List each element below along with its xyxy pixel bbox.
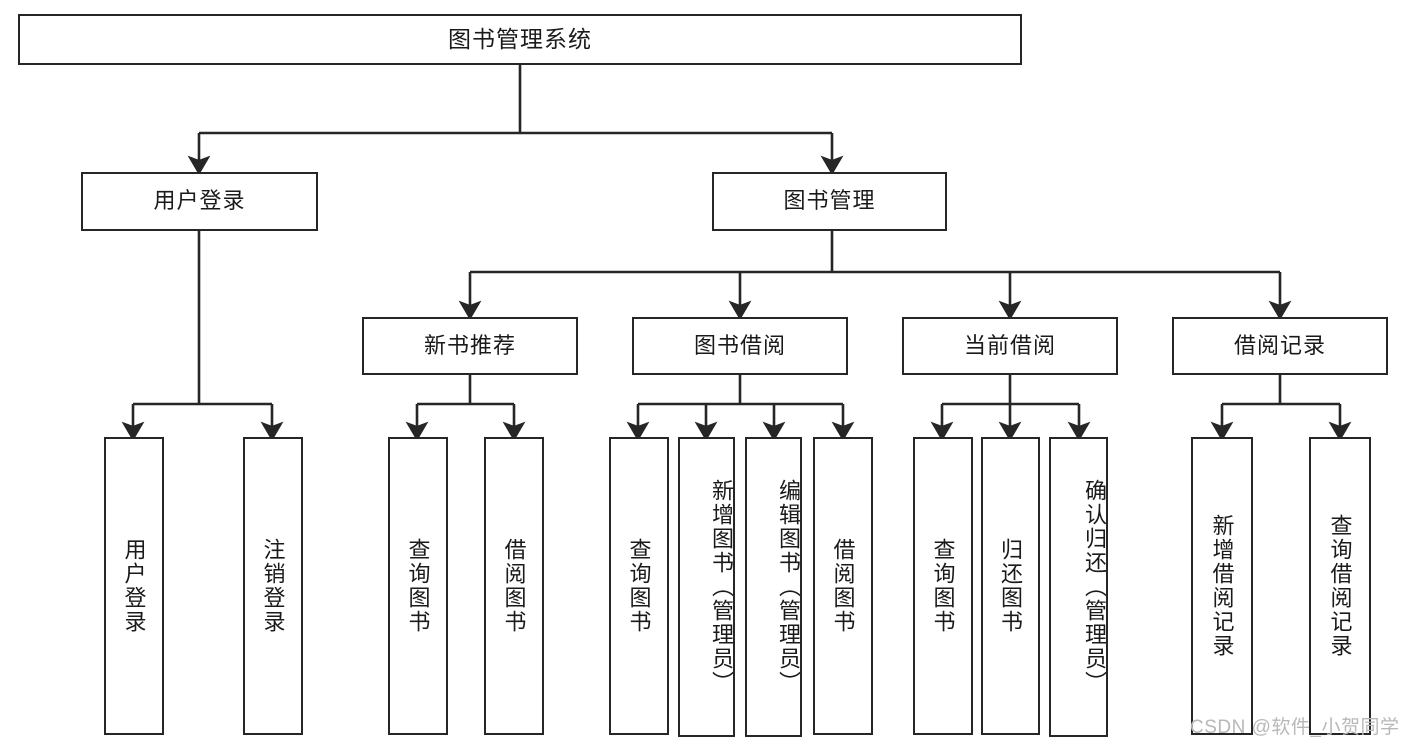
- leaf-query-books-new[interactable]: 查询图书: [388, 437, 448, 735]
- node-label: 编辑图书（管理员）: [776, 479, 801, 695]
- leaf-query-borrow-record[interactable]: 查询借阅记录: [1309, 437, 1371, 735]
- node-new-book-recommendation[interactable]: 新书推荐: [362, 317, 578, 375]
- leaf-return-books[interactable]: 归还图书: [981, 437, 1040, 735]
- node-label: 借阅图书: [830, 538, 856, 634]
- node-book-management[interactable]: 图书管理: [712, 172, 947, 231]
- leaf-add-book-admin[interactable]: 新增图书（管理员）: [678, 437, 735, 737]
- node-label: 图书管理系统: [448, 25, 592, 52]
- node-label: 查询图书: [930, 538, 956, 634]
- node-label: 查询图书: [405, 538, 431, 634]
- node-label: 查询借阅记录: [1327, 514, 1353, 658]
- node-label: 借阅记录: [1233, 332, 1326, 358]
- node-label: 当前借阅: [963, 332, 1056, 358]
- leaf-borrow-books-new[interactable]: 借阅图书: [484, 437, 544, 735]
- node-label: 新增借阅记录: [1209, 514, 1235, 658]
- node-label: 用户登录: [153, 188, 246, 214]
- node-book-borrowing[interactable]: 图书借阅: [632, 317, 848, 375]
- node-borrowing-records[interactable]: 借阅记录: [1172, 317, 1388, 375]
- node-label: 图书借阅: [693, 332, 786, 358]
- leaf-edit-book-admin[interactable]: 编辑图书（管理员）: [745, 437, 802, 737]
- leaf-add-borrow-record[interactable]: 新增借阅记录: [1191, 437, 1253, 735]
- node-label: 归还图书: [998, 538, 1024, 634]
- csdn-watermark: CSDN @软件_小贺同学: [1190, 717, 1400, 738]
- leaf-confirm-return-admin[interactable]: 确认归还（管理员）: [1049, 437, 1108, 737]
- leaf-logout[interactable]: 注销登录: [243, 437, 303, 735]
- node-label: 确认归还（管理员）: [1082, 479, 1107, 695]
- leaf-query-books-current[interactable]: 查询图书: [913, 437, 973, 735]
- node-user-login[interactable]: 用户登录: [81, 172, 318, 231]
- node-label: 新书推荐: [423, 332, 516, 358]
- node-label: 图书管理: [783, 188, 876, 214]
- node-label: 查询图书: [626, 538, 652, 634]
- leaf-borrow-books[interactable]: 借阅图书: [813, 437, 873, 735]
- node-current-borrowing[interactable]: 当前借阅: [902, 317, 1118, 375]
- node-label: 用户登录: [121, 538, 147, 634]
- node-label: 新增图书（管理员）: [709, 479, 734, 695]
- node-label: 借阅图书: [501, 538, 527, 634]
- leaf-user-login[interactable]: 用户登录: [104, 437, 164, 735]
- node-root-book-management-system[interactable]: 图书管理系统: [18, 14, 1022, 65]
- node-label: 注销登录: [260, 538, 286, 634]
- leaf-query-books-borrow[interactable]: 查询图书: [609, 437, 669, 735]
